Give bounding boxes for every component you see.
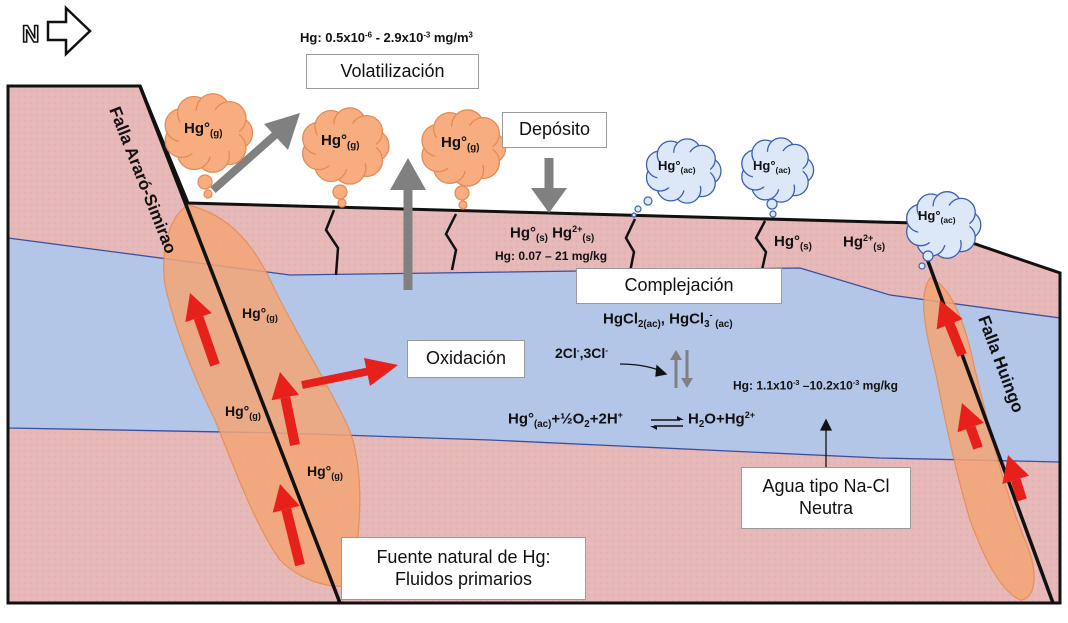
- aqueous-cloud-label: Hg°(ac): [658, 158, 696, 175]
- water-type-box: Agua tipo Na-Cl Neutra: [741, 467, 911, 529]
- aqueous-cloud-icon: [905, 191, 982, 270]
- gas-cloud-label: Hg°(g): [441, 134, 480, 154]
- aqueous-cloud-icon: [741, 137, 815, 218]
- source-line1: Fuente natural de Hg:: [376, 546, 551, 567]
- soil-hg0-right: Hg°(s): [774, 233, 812, 253]
- surface-fractures: [324, 209, 768, 276]
- gas-cloud-label: Hg°(g): [184, 120, 223, 140]
- water-type-line1: Agua tipo Na-Cl: [762, 476, 890, 497]
- left-plume: [163, 204, 361, 587]
- gas-cloud-icon: [164, 93, 254, 199]
- flow-arrow-icon: [936, 300, 967, 357]
- soil-solid-species: Hg°(s) Hg2+(s): [510, 224, 595, 244]
- source-box: Fuente natural de Hg: Fluidos primarios: [341, 537, 586, 600]
- flow-arrow-icon: [185, 293, 220, 367]
- gas-cloud-icon: [302, 107, 390, 208]
- soil-hg2-right: Hg2+(s): [843, 233, 886, 253]
- oxidation-arrow: [301, 358, 398, 389]
- flow-arrow-icon: [272, 484, 305, 567]
- oxidation-box: Oxidación: [407, 340, 525, 378]
- volatilization-arrows: [210, 113, 567, 290]
- plume-gas-label: Hg°(g): [242, 305, 278, 324]
- gas-cloud-label: Hg°(g): [321, 132, 360, 152]
- aqueous-cloud-label: Hg°(ac): [753, 158, 791, 175]
- right-fault-line: [912, 222, 1055, 604]
- left-fault-line: [138, 85, 342, 604]
- plume-gas-label: Hg°(g): [225, 403, 261, 422]
- reaction-lhs: Hg°(ac)+½O2+2H+: [508, 410, 623, 430]
- plume-gas-label: Hg°(g): [307, 463, 343, 482]
- flow-arrow-icon: [271, 372, 300, 447]
- water-concentration: Hg: 1.1x10-3 –10.2x10-3 mg/kg: [733, 378, 898, 393]
- source-line2: Fluidos primarios: [394, 568, 533, 589]
- north-arrow-icon: N: [21, 5, 92, 57]
- deposit-box: Depósito: [502, 112, 607, 148]
- cloud-layer: [164, 93, 982, 270]
- reaction-equilibrium-arrows: [650, 416, 684, 430]
- gas-cloud-icon: [421, 109, 507, 210]
- fluid-flow-arrows: [185, 293, 1030, 567]
- chloro-complexes: HgCl2(ac), HgCl3- (ac): [603, 310, 733, 330]
- water-type-line2: Neutra: [798, 498, 854, 518]
- north-letter: N: [22, 21, 39, 48]
- flow-arrow-icon: [957, 403, 984, 450]
- soil-concentration: Hg: 0.07 – 21 mg/kg: [495, 249, 608, 263]
- complexation-box: Complejación: [576, 268, 782, 304]
- equilibrium-vertical-arrows: [670, 350, 693, 388]
- chloride-ions: 2Cl-,3Cl-: [555, 345, 609, 362]
- aqueous-cloud-icon: [631, 138, 722, 218]
- annotation-arrows: [619, 363, 833, 472]
- flow-arrow-icon: [1002, 455, 1030, 502]
- volatilization-box: Volatilización: [306, 54, 479, 89]
- aqueous-cloud-label: Hg°(ac): [918, 208, 956, 225]
- air-concentration: Hg: 0.5x10-6 - 2.9x10-3 mg/m3: [300, 30, 473, 45]
- reaction-rhs: H2O+Hg2+: [688, 410, 755, 430]
